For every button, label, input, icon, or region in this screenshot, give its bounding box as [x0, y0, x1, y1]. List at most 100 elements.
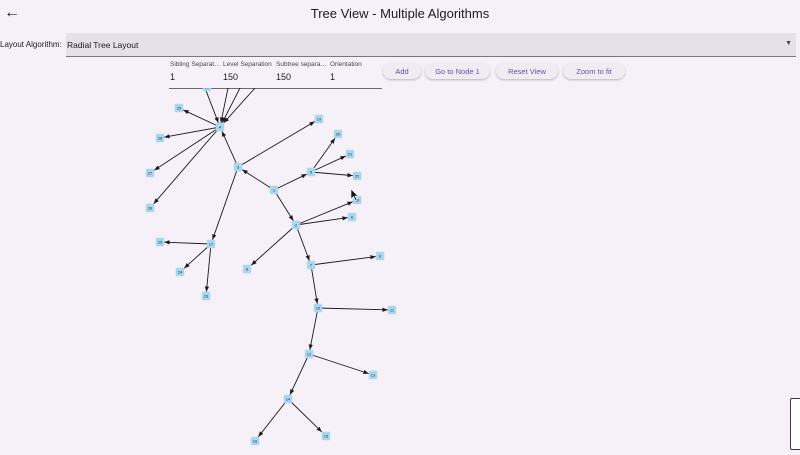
field-value: 150	[223, 72, 239, 82]
graph-node-20[interactable]: 20	[333, 129, 343, 139]
graph-node-5[interactable]: 5	[306, 167, 316, 177]
graph-node-box	[375, 251, 385, 261]
graph-node-13[interactable]: 13	[368, 370, 378, 380]
sibling-separation-field[interactable]: Sibling Separation 1	[170, 61, 222, 82]
graph-node-1[interactable]: 1	[269, 185, 279, 195]
graph-node-29[interactable]: 29	[174, 103, 184, 113]
graph-edge-1-2	[273, 189, 294, 222]
orientation-field[interactable]: Orientation 1	[330, 61, 382, 82]
graph-edge-17-24	[183, 243, 212, 269]
graph-node-label: 29	[177, 105, 182, 110]
tree-graph[interactable]: 1234567891011121314151617181920212223242…	[0, 88, 800, 455]
graph-node-box	[387, 305, 397, 315]
app-bar: ← Tree View - Multiple Algorithms	[0, 0, 800, 28]
graph-edge-17-25	[164, 240, 212, 245]
graph-node-9[interactable]: 9	[375, 251, 385, 261]
graph-edge-2-18	[295, 201, 353, 226]
graph-edge-12-14	[289, 353, 310, 395]
graph-node-14[interactable]: 14	[283, 394, 293, 404]
zoom-to-fit-button[interactable]: Zoom to fit	[563, 63, 625, 79]
graph-edge-offscreen-0	[204, 88, 219, 123]
layout-algorithm-dropdown[interactable]: Radial Tree Layout ▼	[66, 33, 796, 57]
reset-view-button[interactable]: Reset View	[496, 63, 558, 79]
graph-node-label: 1	[273, 187, 276, 192]
graph-node-label: 13	[371, 372, 376, 377]
graph-node-box	[291, 220, 301, 230]
graph-node-26[interactable]: 26	[145, 203, 155, 213]
graph-node-22[interactable]: 22	[352, 171, 362, 181]
graph-node-box	[304, 349, 314, 359]
graph-edge-2-7	[295, 224, 310, 261]
graph-node-4[interactable]: 4	[215, 122, 225, 132]
graph-node-3[interactable]: 3	[233, 162, 243, 172]
graph-node-box	[174, 103, 184, 113]
chevron-down-icon: ▼	[785, 40, 792, 47]
graph-edge-5-21	[310, 155, 346, 173]
page-title: Tree View - Multiple Algorithms	[310, 6, 490, 21]
subtree-separation-field[interactable]: Subtree separation 150	[276, 61, 328, 82]
graph-node-box	[321, 431, 331, 441]
graph-node-box	[345, 149, 355, 159]
field-label: Sibling Separation	[170, 61, 222, 68]
graph-node-27[interactable]: 27	[145, 168, 155, 178]
graph-node-box	[269, 185, 279, 195]
field-label: Orientation	[330, 61, 362, 68]
graph-node-28[interactable]: 28	[155, 133, 165, 143]
graph-edge-7-10	[310, 264, 319, 304]
graph-node-2[interactable]: 2	[291, 220, 301, 230]
graph-node-label: 2	[295, 222, 298, 227]
graph-node-box	[215, 122, 225, 132]
graph-node-label: 10	[316, 305, 321, 310]
go-to-node-button[interactable]: Go to Node 1	[425, 63, 490, 79]
graph-edge-offscreen-1	[219, 88, 229, 123]
graph-node-7[interactable]: 7	[306, 260, 316, 270]
graph-node-label: 7	[310, 262, 313, 267]
graph-node-12[interactable]: 12	[304, 349, 314, 359]
graph-node-label: 27	[148, 170, 153, 175]
graph-node-label: 5	[310, 169, 313, 174]
graph-edge-1-3	[241, 169, 275, 191]
graph-node-10[interactable]: 10	[313, 303, 323, 313]
graph-node-box	[333, 129, 343, 139]
graph-edge-17-23	[204, 243, 212, 292]
graph-node-15[interactable]: 15	[321, 431, 331, 441]
graph-node-label: 24	[178, 269, 183, 274]
graph-node-box	[306, 167, 316, 177]
graph-node-label: 6	[351, 214, 354, 219]
graph-node-16[interactable]: 16	[250, 436, 260, 446]
graph-node-17[interactable]: 17	[206, 239, 216, 249]
graph-canvas[interactable]: 1234567891011121314151617181920212223242…	[0, 88, 800, 455]
graph-edge-3-17	[212, 166, 239, 240]
graph-node-25[interactable]: 25	[155, 237, 165, 247]
graph-edge-3-19	[237, 121, 316, 168]
graph-node-11[interactable]: 11	[387, 305, 397, 315]
graph-edge-2-8	[250, 224, 297, 266]
graph-edge-14-16	[257, 398, 289, 438]
graph-node-label: 25	[158, 239, 163, 244]
graph-node-label: 20	[336, 131, 341, 136]
graph-node-8[interactable]: 8	[242, 264, 252, 274]
graph-node-19[interactable]: 19	[314, 114, 324, 124]
graph-node-label: 19	[317, 116, 322, 121]
add-button[interactable]: Add	[383, 63, 421, 79]
graph-node-label: 16	[253, 438, 258, 443]
graph-node-6[interactable]: 6	[347, 212, 357, 222]
graph-edge-14-15	[287, 398, 323, 433]
level-separation-field[interactable]: Level Separation 150	[223, 61, 275, 82]
graph-edge-1-5	[273, 173, 307, 191]
graph-node-24[interactable]: 24	[175, 267, 185, 277]
arrow-back-icon[interactable]: ←	[4, 4, 20, 21]
graph-node-30[interactable]: 30	[202, 88, 212, 92]
graph-node-23[interactable]: 23	[201, 291, 211, 301]
graph-edge-4-29	[183, 109, 221, 128]
side-panel-handle[interactable]	[790, 398, 800, 450]
graph-node-21[interactable]: 21	[345, 149, 355, 159]
graph-node-box	[283, 394, 293, 404]
graph-node-box	[313, 303, 323, 313]
mouse-cursor-icon	[350, 188, 359, 206]
graph-node-box	[202, 88, 212, 92]
graph-node-label: 21	[348, 151, 353, 156]
graph-edge-7-9	[310, 255, 376, 266]
field-value: 1	[170, 72, 176, 82]
graph-edge-5-22	[310, 171, 353, 178]
